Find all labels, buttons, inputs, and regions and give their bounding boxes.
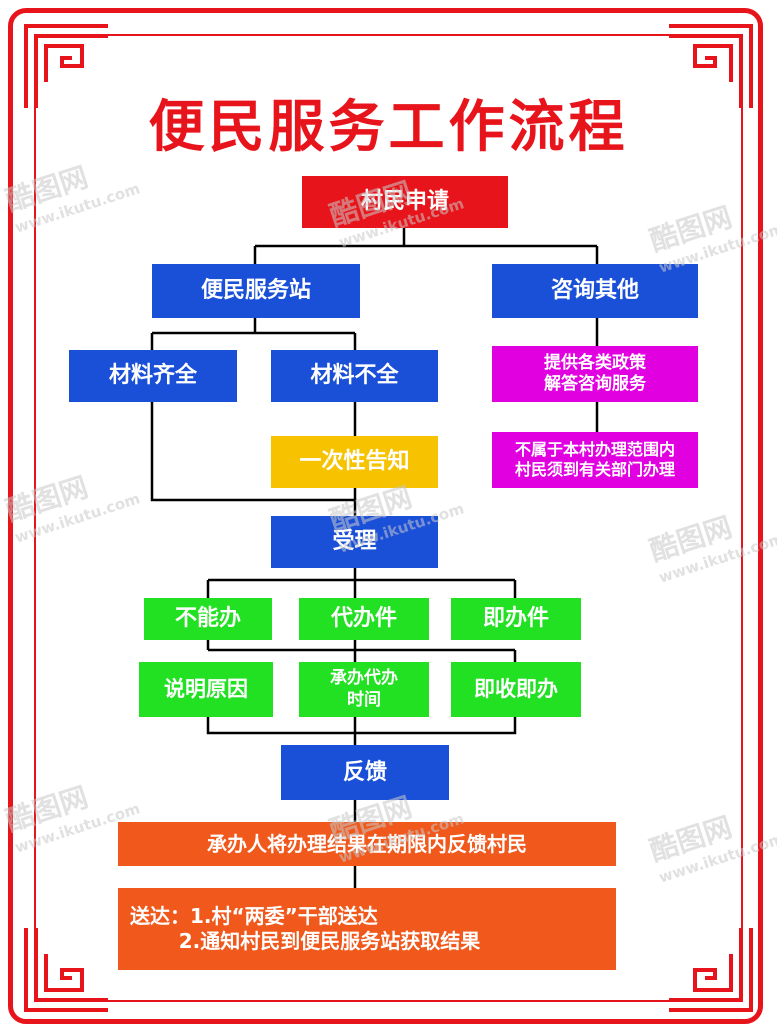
node-explain-reason: 说明原因	[139, 662, 273, 717]
node-feedback-detail: 承办人将办理结果在期限内反馈村民	[118, 822, 616, 866]
node-immediate-handle: 即办件	[451, 598, 581, 640]
node-out-of-scope: 不属于本村办理范围内 村民须到有关部门办理	[492, 432, 698, 488]
node-materials-incomplete: 材料不全	[271, 350, 438, 402]
node-proxy-handle: 代办件	[299, 598, 429, 640]
page-title: 便民服务工作流程	[148, 95, 629, 160]
corner-ornament-top-left	[24, 24, 108, 108]
node-consult-other: 咨询其他	[492, 264, 698, 318]
node-one-time-notice: 一次性告知	[271, 436, 438, 488]
node-policy-answer: 提供各类政策 解答咨询服务	[492, 346, 698, 402]
node-cannot-handle: 不能办	[144, 598, 272, 640]
inner-border	[34, 34, 743, 1002]
corner-ornament-bottom-left	[24, 928, 108, 1012]
outer-border	[8, 8, 763, 1024]
node-feedback: 反馈	[281, 745, 449, 800]
node-apply: 村民申请	[302, 176, 508, 228]
node-receive-handle: 即收即办	[451, 662, 581, 717]
node-materials-complete: 材料齐全	[69, 350, 237, 402]
corner-ornament-top-right	[669, 24, 753, 108]
node-proxy-time: 承办代办 时间	[299, 662, 429, 717]
corner-ornament-bottom-right	[669, 928, 753, 1012]
node-delivery: 送达：1.村“两委”干部送达 2.通知村民到便民服务站获取结果	[118, 888, 616, 970]
node-accept: 受理	[271, 516, 438, 568]
node-service-station: 便民服务站	[152, 264, 360, 318]
